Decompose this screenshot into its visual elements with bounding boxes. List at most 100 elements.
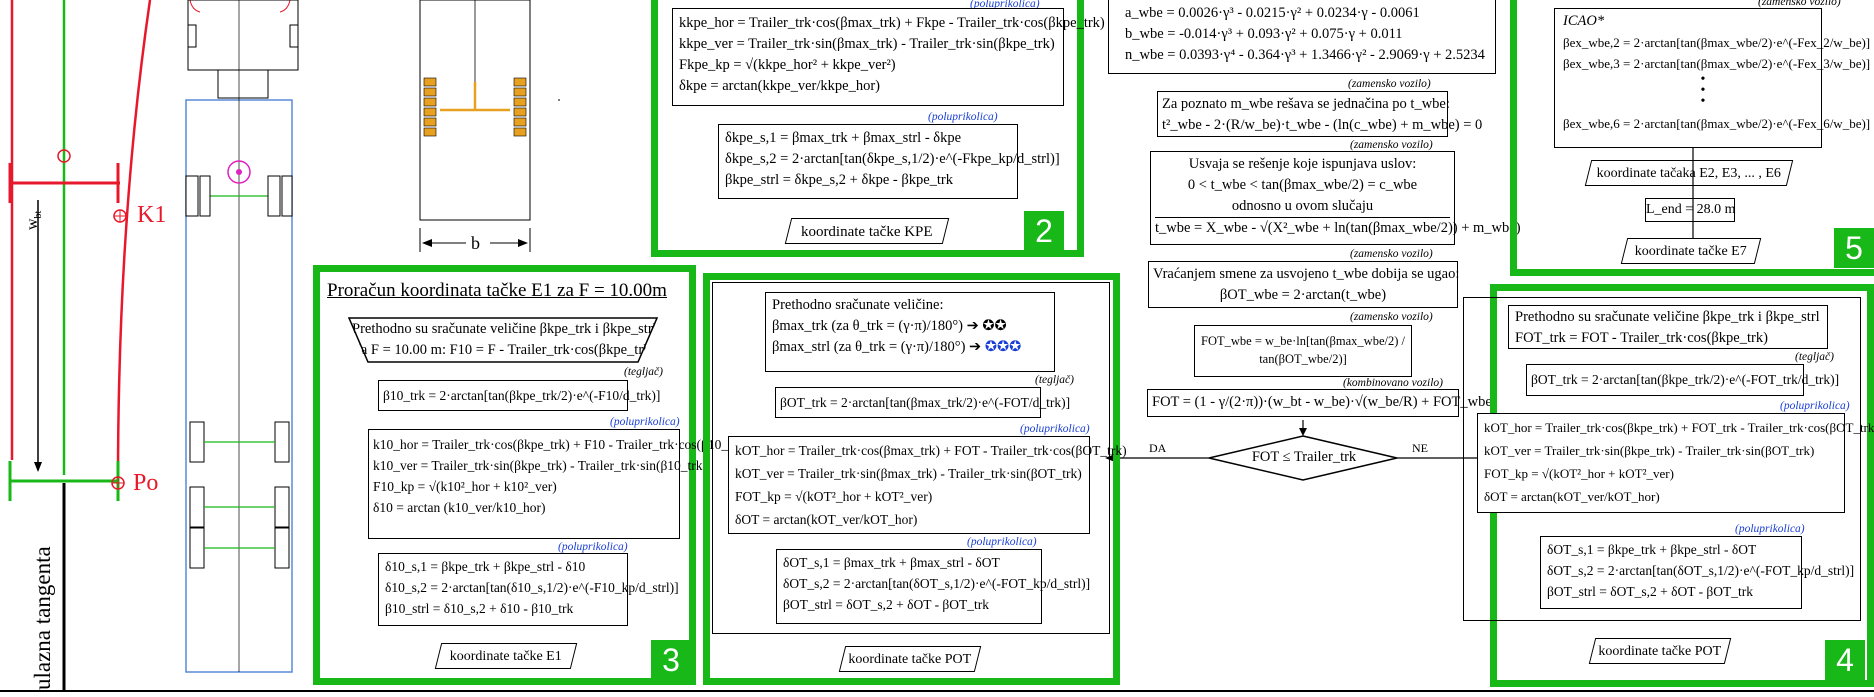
fot-wbe-block: FOT_wbe = w_be·ln[tan(βmax_wbe/2) / tan(…: [1194, 325, 1412, 377]
back-line-2: βOT_wbe = 2·arctan(t_wbe): [1219, 287, 1387, 303]
icao-line: βex_wbe,3 = 2·arctan[tan(βmax_wbe/2)·e^(…: [1563, 56, 1871, 71]
formula-line: δkpe = arctan(kkpe_ver/kkpe_hor): [679, 78, 881, 94]
formula-line: δkpe_s,2 = 2·arctan[tan(δkpe_s,1/2)·e^(-…: [725, 151, 1060, 167]
center-tag-5: (kombinovano vozilo): [1343, 377, 1443, 389]
icao-line: βex_wbe,2 = 2·arctan[tan(βmax_wbe/2)·e^(…: [1563, 35, 1871, 50]
formula-line: kOT_ver = Trailer_trk·sin(βmax_trk) - Tr…: [735, 466, 1082, 481]
formula-line: δOT_s,2 = 2·arctan[tan(δOT_s,1/2)·e^(-FO…: [1547, 563, 1855, 578]
condition-block: Usvaja se rešenje koje ispunjava uslov: …: [1150, 151, 1521, 245]
panel-5-connectors: [1692, 148, 1694, 238]
panel-4-inner: [1463, 297, 1861, 621]
panel-mid-tag-1: (tegljač): [1035, 374, 1074, 386]
formula-line: Fkpe_kp = √(kkpe_hor² + kkpe_ver²): [679, 57, 896, 73]
wbt-label: wbt: [24, 210, 45, 230]
formula-line: k10_ver = Trailer_trk·sin(βkpe_trk) - Tr…: [373, 458, 708, 473]
formula-line: δ10_s,1 = βkpe_trk + βkpe_strl - δ10: [385, 559, 586, 574]
formula-line: kkpe_hor = Trailer_trk·cos(βmax_trk) + F…: [679, 15, 1105, 31]
formula-line: FOT_kp = √(kOT²_hor + kOT²_ver): [735, 489, 933, 504]
icao-label: ICAO*: [1563, 13, 1605, 29]
formula-line: βkpe_strl = δkpe_s,2 + δkpe - βkpe_trk: [725, 172, 953, 188]
fot-wbe-formula: FOT_wbe = w_be·ln[tan(βmax_wbe/2) / tan(…: [1201, 334, 1405, 366]
panel-mid-tag-3: (poluprikolica): [967, 536, 1037, 548]
vehicle-path-diagram: [8, 0, 560, 690]
panel-5-output: koordinate tačke E7: [1620, 238, 1762, 264]
decision-yes-label: DA: [1149, 441, 1167, 455]
panel-2-output: koordinate tačke KPE: [784, 218, 950, 244]
panel-4-tag-1: (tegljač): [1795, 351, 1834, 363]
arrow-icon: ➔: [969, 339, 982, 355]
panel-mid-frame: [703, 273, 1120, 685]
formula-line: F10_kp = √(k10²_hor + k10²_ver): [373, 479, 557, 494]
solve-line-2: t²_wbe - 2·(R/w_be)·t_wbe - (ln(c_wbe) +…: [1162, 117, 1483, 133]
panel-2-header-tag: (poluprikolica): [970, 0, 1040, 10]
condition-line: Usvaja se rešenje koje ispunjava uslov:: [1188, 156, 1417, 172]
formula-line: a_wbe = 0.0026·γ³ - 0.0215·γ² + 0.0234·γ…: [1125, 5, 1420, 21]
panel-3-title: Proračun koordinata tačke E1 za F = 10.0…: [327, 280, 667, 301]
panel-3-number: 3: [651, 640, 691, 680]
panel-mid-prev-block: Prethodno sračunate veličine: βmax_trk (…: [765, 292, 1055, 372]
panel-3-prev-block: Prethodno su sračunate veličine βkpe_trk…: [348, 317, 658, 363]
star-icon: ✪✪: [982, 318, 1007, 334]
fot-block: FOT = (1 - γ/(2·π))·(w_bt - w_be)·√(w_be…: [1147, 389, 1492, 417]
beta-ot-formula: βOT_trk = 2·arctan[tan(βkpe_trk/2)·e^(-F…: [1531, 372, 1840, 387]
prev-line: Prethodno su sračunate veličine βkpe_trk…: [1515, 309, 1820, 325]
beta10-formula: β10_trk = 2·arctan[tan(βkpe_trk/2)·e^(-F…: [383, 388, 661, 403]
panel-mid-block-2: δOT_s,1 = βmax_trk + βmax_strl - δOT δOT…: [776, 549, 1091, 624]
beta-ot-formula: βOT_trk = 2·arctan[tan(βmax_trk/2)·e^(-F…: [780, 395, 1071, 410]
condition-line: odnosno u ovom slučaju: [1231, 198, 1374, 214]
panel-3-tag-2: (poluprikolica): [610, 416, 680, 428]
prev-line-2: βmax_strl (za θ_trk = (γ·π)/180°) ➔ ✪✪✪: [772, 339, 1022, 355]
decision-text: FOT ≤ Trailer_trk: [1251, 449, 1357, 465]
prev-line: FOT_trk = FOT - Trailer_trk·cos(βkpe_trk…: [1515, 330, 1768, 346]
panel-2-number: 2: [1024, 211, 1064, 251]
formula-line: βOT_strl = δOT_s,2 + δOT - βOT_trk: [783, 597, 990, 612]
panel-5-lend: L_end = 28.0 m: [1645, 198, 1736, 222]
panel-mid-inner: [712, 282, 1110, 634]
panel-2-tag-2: (poluprikolica): [928, 111, 998, 123]
condition-line: 0 < t_wbe < tan(βmax_wbe/2) = c_wbe: [1187, 177, 1418, 193]
prev-line: Za F = 10.00 m: F10 = F - Trailer_trk·co…: [352, 342, 656, 358]
panel-mid-output: koordinate tačke POT: [838, 646, 982, 672]
prev-title: Prethodno sračunate veličine:: [772, 297, 944, 313]
panel-4-block: kOT_hor = Trailer_trk·cos(βkpe_trk) + FO…: [1477, 413, 1874, 513]
decision-diamond: [1105, 420, 1505, 481]
formula-line: δ10_s,2 = 2·arctan[tan(δ10_s,1/2)·e^(-F1…: [385, 580, 679, 595]
tangent-label: ulazna tangenta: [30, 546, 55, 690]
panel-4-tag-3: (poluprikolica): [1735, 523, 1805, 535]
outer-path-curve: [116, 0, 152, 481]
center-tag-4: (zamensko vozilo): [1350, 311, 1433, 323]
formula-line: k10_hor = Trailer_trk·cos(βkpe_trk) + F1…: [373, 437, 748, 452]
formula-line: β10_strl = δ10_s,2 + δ10 - β10_trk: [385, 601, 574, 616]
formula-line: δ10 = arctan (k10_ver/k10_hor): [373, 500, 546, 515]
center-tag-1: (zamensko vozilo): [1348, 78, 1431, 90]
condition-line: t_wbe = X_wbe - √(X²_wbe + ln(tan(βmax_w…: [1155, 217, 1521, 239]
formula-line: δOT_s,1 = βmax_trk + βmax_strl - δOT: [783, 555, 1000, 570]
panel-mid-tag-2: (poluprikolica): [1020, 423, 1090, 435]
arrow-icon: ➔: [966, 318, 979, 334]
b-dimension-label: b: [471, 233, 480, 253]
panel-3-beta-block: β10_trk = 2·arctan[tan(βkpe_trk/2)·e^(-F…: [378, 380, 661, 411]
k1-label: K1: [137, 202, 167, 228]
formula-line: kOT_hor = Trailer_trk·cos(βkpe_trk) + FO…: [1484, 420, 1874, 435]
lend-text: L_end = 28.0 m: [1646, 202, 1736, 217]
panel-5-top-tag: (zamensko vozilo): [1758, 0, 1841, 8]
trapezoid-outline: [348, 317, 658, 363]
formula-line: δkpe_s,1 = βmax_trk + βmax_strl - δkpe: [725, 130, 962, 146]
formula-line: n_wbe = 0.0393·γ⁴ - 0.364·γ³ + 1.3466·γ²…: [1125, 47, 1485, 63]
panel-4-prev-block: Prethodno su sračunate veličine βkpe_trk…: [1508, 305, 1828, 349]
panel-4-output: koordinate tačke POT: [1588, 638, 1732, 664]
panel-5-icao-block: ICAO* βex_wbe,2 = 2·arctan[tan(βmax_wbe/…: [1554, 8, 1871, 148]
formula-line: δOT_s,2 = 2·arctan[tan(δOT_s,1/2)·e^(-FO…: [783, 576, 1091, 591]
panel-5-number: 5: [1834, 228, 1874, 268]
panel-2-block-2: δkpe_s,1 = βmax_trk + βmax_strl - δkpe δ…: [718, 124, 1060, 199]
formula-line: kkpe_ver = Trailer_trk·sin(βmax_trk) - T…: [679, 36, 1055, 52]
icao-line: βex_wbe,6 = 2·arctan[tan(βmax_wbe/2)·e^(…: [1563, 116, 1871, 131]
center-tag-2: (zamensko vozilo): [1350, 139, 1433, 151]
formula-line: δOT_s,1 = βkpe_trk + βkpe_strl - δOT: [1547, 542, 1757, 557]
formula-line: δOT = arctan(kOT_ver/kOT_hor): [735, 512, 918, 527]
panel-3-frame: [313, 265, 696, 685]
ellipsis-dots: •••: [1700, 72, 1706, 109]
panel-2-block-1: kkpe_hor = Trailer_trk·cos(βmax_trk) + F…: [672, 8, 1105, 106]
panel-4-block-2: δOT_s,1 = βkpe_trk + βkpe_strl - δOT δOT…: [1540, 536, 1855, 609]
panel-3-output: koordinate tačke E1: [434, 643, 578, 669]
